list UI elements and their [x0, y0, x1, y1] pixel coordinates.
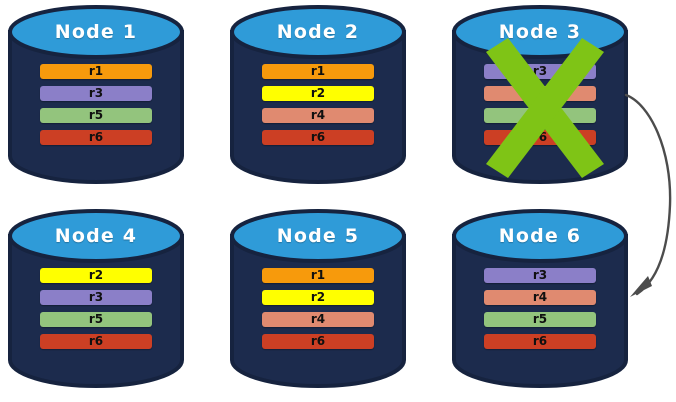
replica-bar[interactable]: r3: [484, 64, 596, 79]
replica-bar[interactable]: r3: [40, 290, 152, 305]
replica-list-6: r3 r4 r5 r6: [484, 268, 596, 356]
replica-bar[interactable]: r4: [484, 86, 596, 101]
node-cylinder-3[interactable]: Node 3 r3 r4 r5 r6: [448, 4, 632, 184]
replica-bar[interactable]: r6: [484, 130, 596, 145]
replica-list-5: r1 r2 r4 r6: [262, 268, 374, 356]
replica-bar[interactable]: r3: [40, 86, 152, 101]
replica-bar[interactable]: r6: [262, 334, 374, 349]
replica-list-3: r3 r4 r5 r6: [484, 64, 596, 152]
node-cylinder-4[interactable]: Node 4 r2 r3 r5 r6: [4, 208, 188, 388]
replica-bar[interactable]: r2: [40, 268, 152, 283]
replica-bar[interactable]: r6: [262, 130, 374, 145]
replica-bar[interactable]: r5: [484, 108, 596, 123]
replica-bar[interactable]: r4: [484, 290, 596, 305]
replica-bar[interactable]: r3: [484, 268, 596, 283]
replica-bar[interactable]: r4: [262, 312, 374, 327]
replica-bar[interactable]: r1: [40, 64, 152, 79]
node-cylinder-2[interactable]: Node 2 r1 r2 r4 r6: [226, 4, 410, 184]
replica-bar[interactable]: r6: [40, 130, 152, 145]
replica-bar[interactable]: r5: [40, 108, 152, 123]
node-cylinder-6[interactable]: Node 6 r3 r4 r5 r6: [448, 208, 632, 388]
replica-bar[interactable]: r2: [262, 290, 374, 305]
node-cylinder-5[interactable]: Node 5 r1 r2 r4 r6: [226, 208, 410, 388]
replica-bar[interactable]: r1: [262, 268, 374, 283]
replica-list-4: r2 r3 r5 r6: [40, 268, 152, 356]
replica-list-1: r1 r3 r5 r6: [40, 64, 152, 152]
replica-bar[interactable]: r2: [262, 86, 374, 101]
replica-bar[interactable]: r6: [484, 334, 596, 349]
replica-bar[interactable]: r6: [40, 334, 152, 349]
replica-bar[interactable]: r5: [40, 312, 152, 327]
node-cylinder-1[interactable]: Node 1 r1 r3 r5 r6: [4, 4, 188, 184]
replica-bar[interactable]: r5: [484, 312, 596, 327]
replica-bar[interactable]: r4: [262, 108, 374, 123]
replica-bar[interactable]: r1: [262, 64, 374, 79]
replica-list-2: r1 r2 r4 r6: [262, 64, 374, 152]
